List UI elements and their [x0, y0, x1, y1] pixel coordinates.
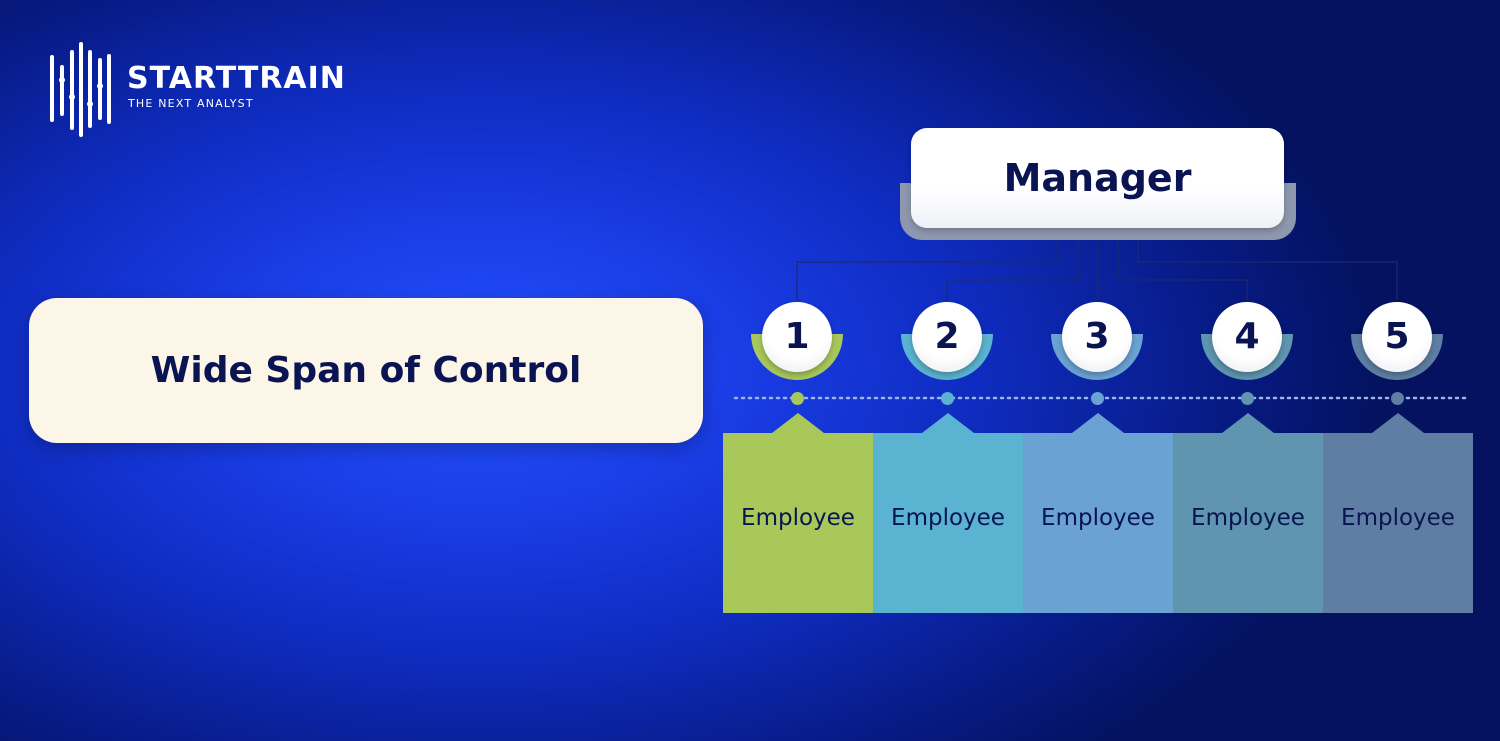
employee-label: Employee — [1341, 505, 1455, 531]
employee-column-notch — [772, 413, 824, 433]
connector-5 — [1137, 238, 1398, 300]
manager-label: Manager — [1003, 156, 1192, 200]
badge-number: 5 — [1384, 316, 1410, 357]
employee-column: Employee — [1023, 413, 1173, 613]
badge-circle: 4 — [1212, 302, 1282, 372]
barcode-logo-icon — [50, 42, 111, 137]
connector-4 — [1117, 238, 1248, 300]
employee-column: Employee — [1173, 413, 1323, 613]
timeline-dot — [791, 392, 804, 405]
timeline-dot — [1241, 392, 1254, 405]
employee-column: Employee — [1323, 413, 1473, 613]
employee-label: Employee — [741, 505, 855, 531]
employee-column: Employee — [723, 413, 873, 613]
manager-box: Manager — [911, 128, 1284, 228]
employee-column-notch — [1072, 413, 1124, 433]
badge-circle: 1 — [762, 302, 832, 372]
employee-column: Employee — [873, 413, 1023, 613]
employee-column-notch — [1372, 413, 1424, 433]
badge-circle: 5 — [1362, 302, 1432, 372]
brand-name: STARTTRAIN — [127, 61, 346, 96]
badge-circle: 3 — [1062, 302, 1132, 372]
title-card: Wide Span of Control — [29, 298, 703, 443]
connector-1 — [796, 238, 1059, 300]
timeline-dot — [1391, 392, 1404, 405]
employee-badge: 3 — [1051, 300, 1143, 392]
timeline-dot — [1091, 392, 1104, 405]
badge-number: 4 — [1234, 316, 1260, 357]
badge-number: 3 — [1084, 316, 1110, 357]
employee-badge: 2 — [901, 300, 993, 392]
brand-logo: STARTTRAIN THE NEXT ANALYST — [48, 42, 378, 137]
employee-badge: 4 — [1201, 300, 1293, 392]
brand-tagline: THE NEXT ANALYST — [128, 97, 254, 110]
connector-2 — [946, 238, 1079, 300]
diagram-title: Wide Span of Control — [150, 350, 582, 391]
employee-badge: 1 — [751, 300, 843, 392]
employee-badge: 5 — [1351, 300, 1443, 392]
timeline-dot — [941, 392, 954, 405]
employee-label: Employee — [1191, 505, 1305, 531]
employee-label: Employee — [891, 505, 1005, 531]
badge-number: 2 — [934, 316, 960, 357]
badge-number: 1 — [784, 316, 810, 357]
employee-column-notch — [1222, 413, 1274, 433]
employee-column-notch — [922, 413, 974, 433]
badge-circle: 2 — [912, 302, 982, 372]
employee-label: Employee — [1041, 505, 1155, 531]
